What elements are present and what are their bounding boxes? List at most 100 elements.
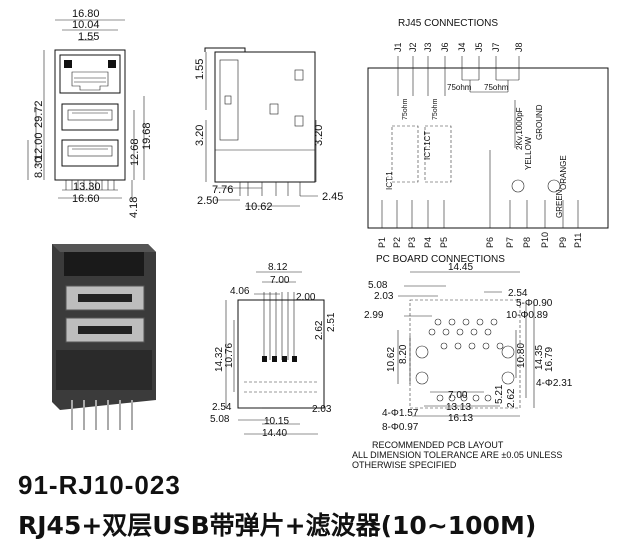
dim-bottom-812: 8.12 bbox=[268, 262, 288, 273]
dim-front-1268: 12.68 bbox=[129, 138, 141, 166]
resistor-label: 75ohm bbox=[402, 98, 409, 120]
transformer-1 bbox=[391, 125, 419, 183]
pin-label: P11 bbox=[573, 233, 583, 248]
dim-bottom-262: 2.62 bbox=[314, 320, 325, 340]
led-yellow-symbol bbox=[511, 179, 525, 193]
jack-label: J7 bbox=[491, 42, 501, 52]
pin-label: P6 bbox=[485, 237, 495, 248]
dim-bottom-251: 2.51 bbox=[326, 312, 337, 332]
dim-bottom-700: 7.00 bbox=[270, 275, 290, 286]
side-body-outline bbox=[214, 51, 316, 183]
side-left-block bbox=[219, 59, 239, 141]
led-right bbox=[108, 60, 116, 68]
product-description-title: RJ45+双层USB带弹片+滤波器(10~100M) bbox=[18, 511, 537, 540]
resistor-label: 75ohm bbox=[432, 98, 439, 120]
jack-label: J4 bbox=[457, 42, 467, 52]
pin-label: P4 bbox=[423, 237, 433, 248]
pin-label: P5 bbox=[439, 237, 449, 248]
dim-side-320-left: 3.20 bbox=[194, 125, 206, 146]
dim-front-1200: 12.00 bbox=[33, 132, 45, 160]
side-slot-3 bbox=[294, 115, 304, 127]
side-window bbox=[224, 95, 232, 105]
schematic-bottom-label: PC BOARD CONNECTIONS bbox=[376, 254, 505, 265]
dim-side-1062: 10.62 bbox=[245, 201, 273, 213]
dim-side-155: 1.55 bbox=[194, 59, 206, 80]
side-view: 1.55 3.20 3.20 7.76 2.50 10.62 2.45 bbox=[194, 47, 343, 213]
dim-front-830: 8.30 bbox=[33, 157, 45, 178]
resistor-label: 75ohm bbox=[484, 83, 509, 92]
dim-front-155: 1.55 bbox=[78, 31, 99, 43]
pcb-layout: 14.45 5.08 2.03 2.54 2.99 5-Φ0.90 10-Φ0.… bbox=[352, 262, 573, 470]
dim-pcb-1445: 14.45 bbox=[448, 262, 473, 273]
pcb-note-otherwise: OTHERWISE SPECIFIED bbox=[352, 460, 457, 470]
pcb-note-title: RECOMMENDED PCB LAYOUT bbox=[372, 440, 504, 450]
rj45-latch bbox=[71, 71, 109, 91]
side-top-tab bbox=[204, 47, 246, 52]
transformer-2 bbox=[424, 125, 452, 183]
dim-front-1330: 13.30 bbox=[73, 181, 101, 193]
dim-pcb-820: 8.20 bbox=[398, 344, 409, 364]
dim-pcb-4phi157: 4-Φ1.57 bbox=[382, 408, 419, 419]
usb-upper-tongue bbox=[67, 109, 113, 121]
led-label: YELLOW bbox=[524, 136, 533, 170]
dim-pcb-1679: 16.79 bbox=[544, 347, 555, 372]
dim-pcb-1435: 14.35 bbox=[534, 345, 545, 370]
dim-front-1660: 16.60 bbox=[72, 193, 100, 205]
side-slot-2 bbox=[294, 69, 304, 81]
bottom-view: 8.12 7.00 4.06 2.00 2.51 2.62 14.32 10.7… bbox=[210, 262, 337, 439]
dim-side-250: 2.50 bbox=[197, 195, 218, 207]
pcb-note-tolerance: ALL DIMENSION TOLERANCE ARE ±0.05 UNLESS bbox=[352, 450, 562, 460]
dim-pcb-521: 5.21 bbox=[494, 384, 505, 404]
dim-pcb-299: 2.99 bbox=[364, 310, 384, 321]
pin-label: P3 bbox=[407, 237, 417, 248]
pin-label: P10 bbox=[540, 232, 550, 248]
transformer-label: ICT:1 bbox=[385, 171, 394, 190]
dim-bottom-1015: 10.15 bbox=[264, 416, 289, 427]
dim-front-width: 16.80 bbox=[72, 8, 100, 20]
dim-bottom-508: 5.08 bbox=[210, 414, 230, 425]
schematic-frame bbox=[367, 67, 609, 229]
transformer-label: ICT:1CT bbox=[423, 131, 432, 160]
jack-label: J3 bbox=[423, 42, 433, 52]
pin-label: P9 bbox=[558, 237, 568, 248]
led-left bbox=[64, 60, 72, 68]
usb-lower-port bbox=[61, 139, 119, 167]
front-view: 16.80 10.04 1.55 29.72 12.00 8.30 12.68 … bbox=[27, 8, 153, 218]
dim-pcb-1080: 10.80 bbox=[516, 343, 527, 368]
dim-bottom-1432: 14.32 bbox=[214, 347, 225, 372]
dim-bottom-406: 4.06 bbox=[230, 286, 250, 297]
dim-bottom-203: 2.03 bbox=[312, 404, 332, 415]
dim-side-320-right: 3.20 bbox=[313, 125, 325, 146]
front-body-outline bbox=[54, 49, 126, 181]
dim-pcb-700: 7.00 bbox=[448, 390, 468, 401]
side-slot-1 bbox=[269, 103, 279, 115]
dim-front-height: 29.72 bbox=[33, 100, 45, 128]
dim-pcb-4phi231: 4-Φ2.31 bbox=[536, 378, 573, 389]
dim-bottom-1440: 14.40 bbox=[262, 428, 287, 439]
dim-pcb-8phi097: 8-Φ0.97 bbox=[382, 422, 419, 433]
dim-pcb-1313: 13.13 bbox=[446, 402, 471, 413]
part-number-title: 91-RJ10-023 bbox=[18, 470, 181, 500]
dim-pcb-262: 2.62 bbox=[506, 388, 517, 408]
led-green-orange-symbol bbox=[547, 179, 561, 193]
dim-front-inner: 10.04 bbox=[72, 19, 100, 31]
pin-label: P1 bbox=[377, 237, 387, 248]
jack-label: J5 bbox=[474, 42, 484, 52]
bottom-body-outline bbox=[237, 299, 325, 409]
dim-pcb-203: 2.03 bbox=[374, 291, 394, 302]
dim-bottom-254: 2.54 bbox=[212, 402, 232, 413]
jack-label: J2 bbox=[408, 42, 418, 52]
pin-label: P2 bbox=[392, 237, 402, 248]
schematic: RJ45 CONNECTIONS J1 J2 J3 J6 J4 J5 J7 J8… bbox=[367, 18, 609, 265]
render-rj45-port bbox=[64, 252, 144, 276]
capacitor-label: 2Kv,1000pF bbox=[515, 107, 524, 150]
led-label: ORANGE bbox=[559, 155, 568, 190]
usb-lower-tongue bbox=[67, 145, 113, 157]
dim-pcb-1613: 16.13 bbox=[448, 413, 473, 424]
dim-pcb-1062: 10.62 bbox=[386, 347, 397, 372]
pin-label: P8 bbox=[522, 237, 532, 248]
ground-label: GROUND bbox=[535, 104, 544, 140]
jack-label: J1 bbox=[393, 42, 403, 52]
pin-label: P7 bbox=[505, 237, 515, 248]
